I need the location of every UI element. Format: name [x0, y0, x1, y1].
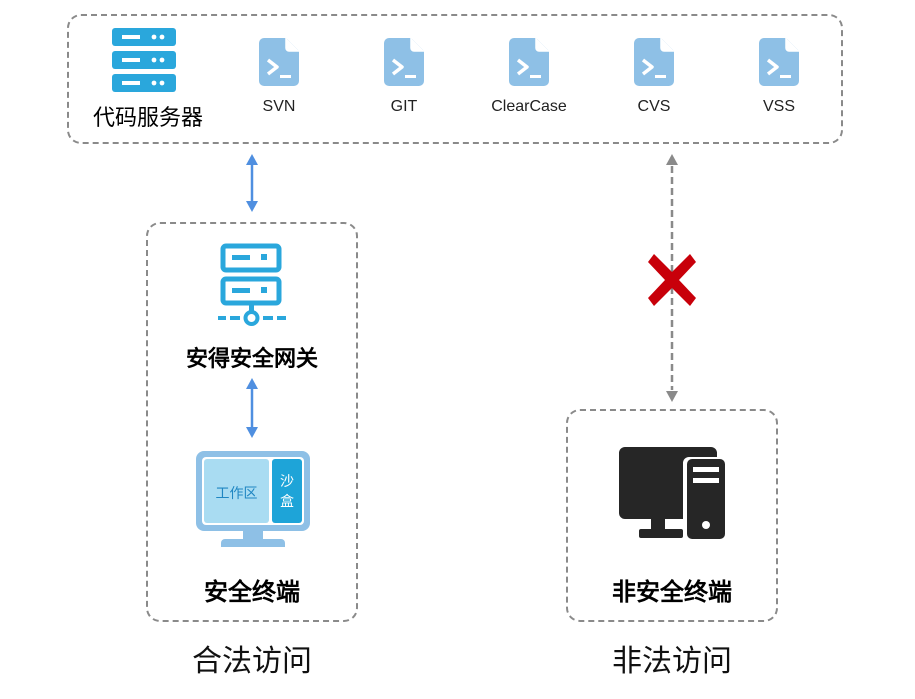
repo-label: GIT — [390, 98, 418, 115]
terminal-file-icon — [259, 38, 299, 86]
bidirectional-arrow-icon — [246, 154, 258, 212]
repo-svn: SVN — [229, 38, 329, 116]
desktop-computer-icon — [619, 447, 725, 539]
repo-cvs: CVS — [604, 38, 704, 116]
secure-terminal-group — [146, 222, 358, 622]
insecure-terminal-group — [566, 409, 778, 622]
repo-label: VSS — [762, 98, 795, 115]
gateway-label: 安得安全网关 — [185, 347, 318, 372]
sandbox-label-line2: 盒 — [280, 494, 294, 510]
code-server-label: 代码服务器 — [92, 106, 203, 131]
code-server-group — [67, 14, 843, 144]
repo-clearcase: ClearCase — [479, 38, 579, 116]
terminal-file-icon — [634, 38, 674, 86]
gateway-icon — [218, 243, 286, 326]
server-stack-icon — [112, 28, 176, 96]
secure-terminal-label: 安全终端 — [204, 578, 300, 606]
terminal-file-icon — [509, 38, 549, 86]
repo-vss: VSS — [729, 38, 829, 116]
repo-git: GIT — [354, 38, 454, 116]
workspace-label: 工作区 — [215, 486, 258, 502]
insecure-terminal-label: 非安全终端 — [612, 578, 732, 606]
red-x-icon — [648, 254, 696, 306]
terminal-file-icon — [384, 38, 424, 86]
sandbox-label-line1: 沙 — [280, 474, 294, 490]
legal-access-caption: 合法访问 — [192, 644, 312, 679]
repo-label: CVS — [637, 98, 671, 115]
bidirectional-arrow-icon — [246, 378, 258, 438]
terminal-file-icon — [759, 38, 799, 86]
illegal-access-caption: 非法访问 — [612, 644, 732, 679]
secure-terminal-icon: 工作区 沙 盒 — [195, 450, 311, 548]
repo-label: SVN — [262, 98, 296, 115]
sandbox-label: 沙 盒 — [272, 472, 302, 512]
repo-label: ClearCase — [491, 98, 567, 115]
